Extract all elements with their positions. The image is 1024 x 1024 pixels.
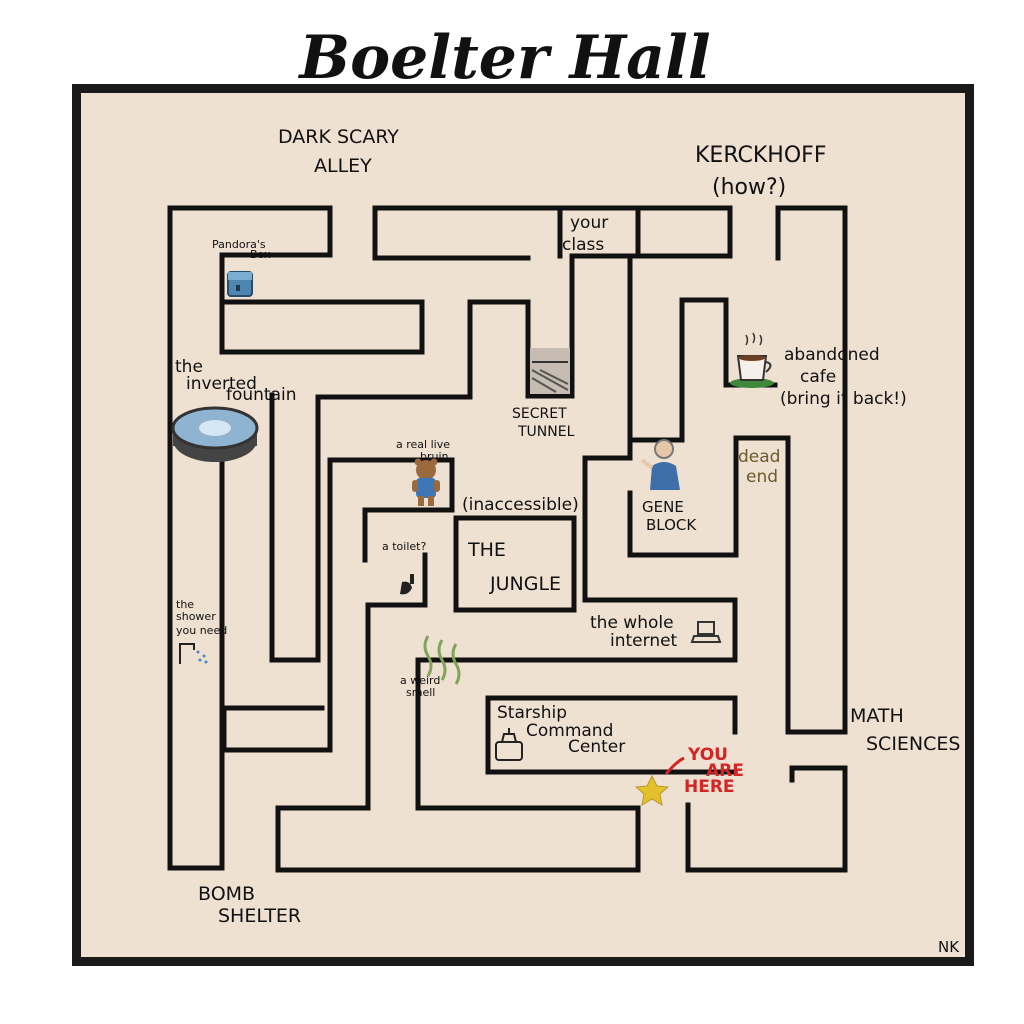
label-pandoras-box: Box bbox=[250, 248, 271, 261]
label-alley: ALLEY bbox=[314, 155, 372, 177]
label-internet: internet bbox=[610, 631, 678, 651]
label-here: HERE bbox=[684, 777, 735, 797]
label-abandoned: abandoned bbox=[784, 345, 880, 365]
map-paper bbox=[81, 93, 965, 957]
label-end: end bbox=[746, 467, 778, 487]
label-sciences: SCIENCES bbox=[866, 733, 960, 755]
star-icon bbox=[634, 756, 685, 806]
label-gene: GENE bbox=[642, 498, 684, 516]
label-command: Command bbox=[526, 721, 613, 741]
map-title: Boelter Hall bbox=[297, 23, 710, 93]
label-you: YOU bbox=[687, 745, 728, 765]
label-bomb: BOMB bbox=[198, 883, 255, 905]
signature: NK bbox=[938, 938, 960, 956]
label-bring-it-back: (bring it back!) bbox=[780, 389, 907, 409]
shower-icon bbox=[179, 643, 208, 664]
label-dark-scary: DARK SCARY bbox=[278, 126, 399, 148]
label-your: your bbox=[570, 213, 608, 233]
label-the: the bbox=[175, 357, 203, 377]
maze-walls bbox=[167, 205, 848, 873]
label-fountain: fountain bbox=[226, 385, 297, 405]
label-whole: the whole bbox=[590, 613, 674, 633]
label-math: MATH bbox=[850, 705, 904, 727]
label-bruin: bruin. bbox=[420, 450, 452, 463]
bear-icon bbox=[412, 458, 440, 506]
label-kerckhoff: KERCKHOFF bbox=[695, 143, 826, 168]
label-smell: smell bbox=[406, 686, 435, 699]
robot-icon bbox=[495, 728, 523, 761]
laptop-icon bbox=[690, 621, 722, 643]
label-weird: a weird bbox=[400, 674, 440, 687]
coffee-cup-icon bbox=[730, 332, 774, 388]
box-icon bbox=[227, 271, 253, 297]
secret-tunnel-hatch bbox=[530, 348, 570, 394]
label-real-live: a real live bbox=[396, 438, 450, 451]
label-pandoras: Pandora's bbox=[212, 238, 266, 251]
fountain-icon bbox=[171, 406, 259, 462]
label-the-jungle-the: THE bbox=[467, 539, 506, 561]
label-tunnel: TUNNEL bbox=[517, 424, 575, 440]
label-toilet: a toilet? bbox=[382, 540, 426, 553]
toilet-icon bbox=[400, 574, 414, 595]
label-cafe: cafe bbox=[800, 367, 836, 387]
label-you-need: you need bbox=[176, 624, 227, 637]
label-secret: SECRET bbox=[512, 406, 567, 422]
label-shelter: SHELTER bbox=[218, 905, 301, 927]
label-dead: dead bbox=[738, 447, 780, 467]
label-class: class bbox=[562, 235, 604, 255]
label-block: BLOCK bbox=[646, 516, 697, 534]
label-starship: Starship bbox=[497, 703, 567, 723]
label-jungle: JUNGLE bbox=[489, 573, 561, 595]
label-shower-the: the bbox=[176, 598, 194, 611]
label-center: Center bbox=[568, 737, 625, 757]
person-icon bbox=[640, 439, 680, 490]
label-shower: shower bbox=[176, 610, 216, 623]
label-inaccessible: (inaccessible) bbox=[462, 495, 579, 515]
label-are: ARE bbox=[706, 761, 744, 781]
label-kerckhoff-how: (how?) bbox=[712, 175, 786, 200]
smell-icon bbox=[423, 635, 461, 685]
label-inverted: inverted bbox=[186, 374, 257, 394]
